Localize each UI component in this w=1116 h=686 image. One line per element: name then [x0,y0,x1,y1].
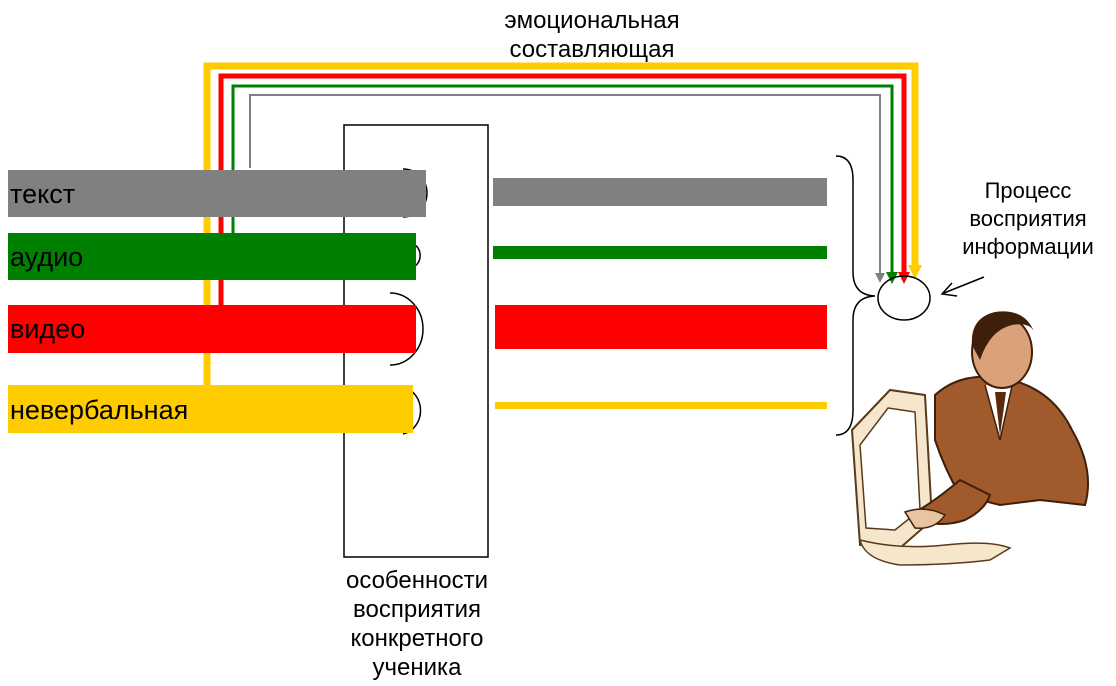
filter-caption-line-2: восприятия [353,596,481,623]
perception-circle [877,275,931,321]
output-bar-video [495,305,827,349]
input-bar-nonverbal [8,385,413,433]
output-bars [493,178,827,409]
filter-caption-line-3: конкретного [350,625,484,652]
person-at-computer-illustration [850,311,1089,566]
channel-label-video: видео [10,314,86,344]
process-label-line-1: Процесс [984,178,1072,203]
channel-label-audio: аудио [10,242,84,272]
input-bar-audio [8,233,416,280]
input-bars [8,170,426,433]
emotional-line-green [231,84,898,284]
channel-label-nonverbal: невербальная [10,395,189,425]
filter-caption-line-1: особенности [345,567,489,594]
filter-caption-line-4: ученика [372,654,462,681]
input-bar-video [8,305,416,353]
emotional-line-gray [249,94,885,283]
output-bar-nonverbal [495,402,827,409]
brace [835,155,876,436]
input-bar-text [8,170,426,217]
emotional-line-yellow [203,62,922,385]
process-label: Процесс восприятия информации [946,177,1110,261]
emotional-label-line-1: эмоциональная [504,7,680,34]
emotional-component-label: эмоциональная составляющая [472,6,712,64]
channel-label-text: текст [10,179,76,209]
pointer-arrow [940,276,985,297]
output-bar-audio [493,246,827,259]
output-bar-text [493,178,827,206]
emotional-label-line-2: составляющая [509,36,675,63]
filter-caption: особенности восприятия конкретного учени… [320,566,514,682]
process-label-line-3: информации [962,234,1094,259]
process-label-line-2: восприятия [969,206,1087,231]
